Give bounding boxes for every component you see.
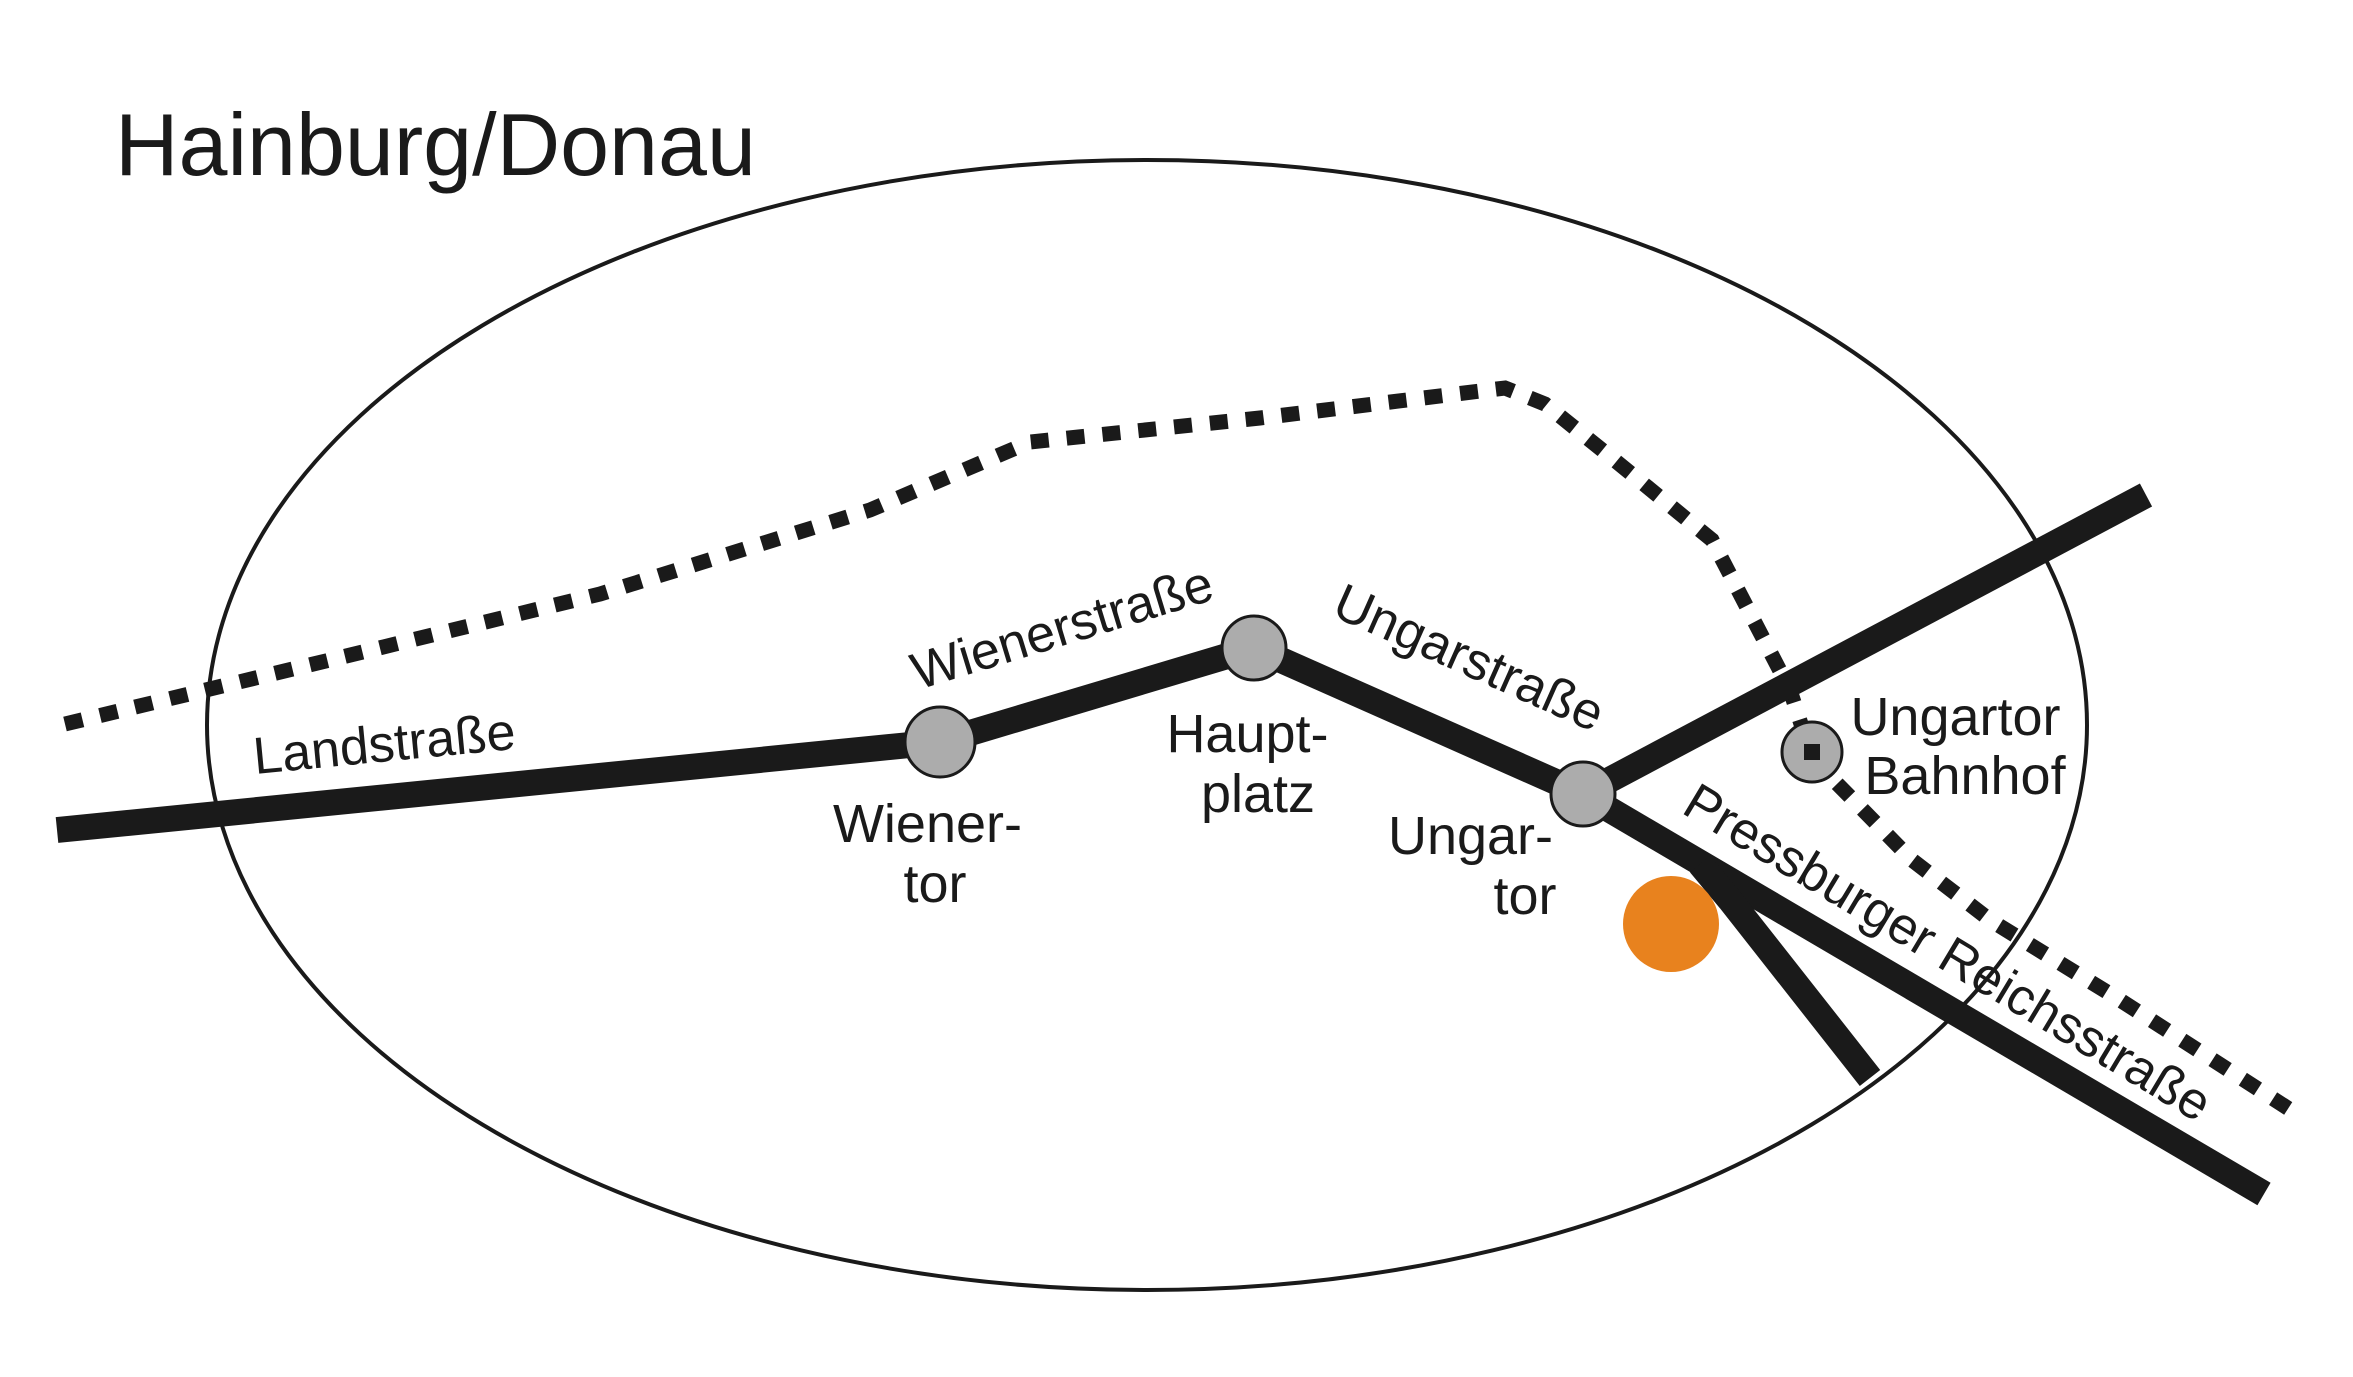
- label-wienertor-line2: tor: [903, 854, 966, 914]
- station-marker: [1804, 744, 1820, 760]
- label-landstrasse: Landstraße: [251, 703, 518, 786]
- label-ungarstrasse: Ungarstraße: [1325, 573, 1613, 744]
- stop-wienertor: [903, 705, 977, 779]
- upper-dashed-line: [63, 380, 1820, 761]
- northeast-road: [1576, 483, 2153, 806]
- label-wienertor-line1: Wiener-: [833, 794, 1022, 854]
- ungarstrasse-road: [1248, 636, 1589, 806]
- label-ungartor: Ungar- tor: [1388, 806, 1568, 926]
- landstrasse-road: [55, 729, 942, 843]
- label-hauptplatz-line2: platz: [1201, 764, 1315, 824]
- label-ungartor-bahnhof: Ungartor Bahnhof: [1850, 687, 2075, 806]
- label-bahnhof-line1: Ungartor: [1850, 687, 2060, 747]
- town-boundary: [205, 158, 2089, 1292]
- label-bahnhof-line2: Bahnhof: [1864, 746, 2066, 806]
- wienerstrasse-road: [936, 635, 1258, 755]
- label-hauptplatz-line1: Haupt-: [1166, 704, 1328, 764]
- map-title: Hainburg/Donau: [115, 95, 756, 194]
- pressburger-road: [1576, 782, 2271, 1206]
- label-ungartor-line2: tor: [1493, 866, 1556, 926]
- label-wienertor: Wiener- tor: [833, 794, 1037, 914]
- stop-ungartor: [1549, 760, 1617, 828]
- stop-hauptplatz: [1220, 614, 1288, 682]
- location-marker: [1623, 876, 1719, 972]
- branch-road: [1690, 855, 1881, 1087]
- label-hauptplatz: Haupt- platz: [1166, 704, 1343, 824]
- label-ungartor-line1: Ungar-: [1388, 806, 1553, 866]
